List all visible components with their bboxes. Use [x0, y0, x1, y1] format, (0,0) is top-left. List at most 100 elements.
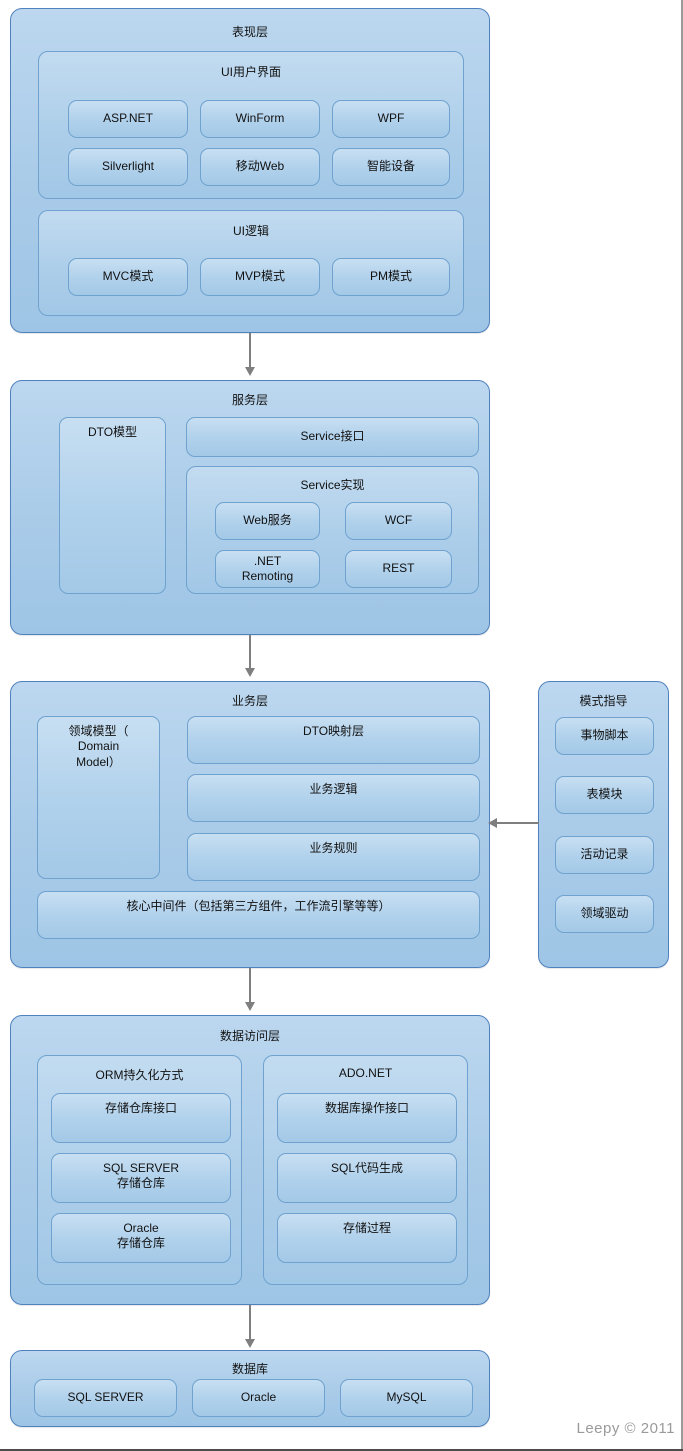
orm-item-label: SQL SERVER 存储仓库 — [102, 1161, 180, 1191]
ado-item-label: SQL代码生成 — [330, 1161, 403, 1175]
ado-item-label: 数据库操作接口 — [324, 1101, 409, 1115]
ui-item-label: WinForm — [235, 111, 285, 126]
pattern-item-label: 事物脚本 — [580, 728, 629, 743]
orm-group: ORM持久化方式 存储仓库接口 SQL SERVER 存储仓库 Oracle 存… — [37, 1055, 242, 1285]
business-rules-box[interactable]: 业务规则 — [187, 833, 480, 881]
ui-logic-item-label: MVP模式 — [234, 269, 285, 284]
ado-item-db-operation-interface[interactable]: 数据库操作接口 — [277, 1093, 457, 1143]
business-layer: 业务层 领域模型（ Domain Model） DTO映射层 业务逻辑 业务规则… — [10, 681, 490, 968]
ui-item-aspnet[interactable]: ASP.NET — [68, 100, 188, 138]
ui-item-wpf[interactable]: WPF — [332, 100, 450, 138]
dto-mapping-box[interactable]: DTO映射层 — [187, 716, 480, 764]
dto-mapping-label: DTO映射层 — [302, 724, 365, 738]
ado-net-group-title: ADO.NET — [338, 1066, 393, 1080]
ui-item-label: ASP.NET — [103, 111, 153, 126]
service-impl-item-net-remoting[interactable]: .NET Remoting — [215, 550, 320, 588]
ui-logic-item-label: MVC模式 — [102, 269, 154, 284]
ui-logic-group-title: UI逻辑 — [232, 224, 269, 238]
database-item-label: Oracle — [240, 1390, 277, 1405]
database-item-oracle[interactable]: Oracle — [192, 1379, 325, 1417]
service-impl-item-wcf[interactable]: WCF — [345, 502, 452, 540]
ui-logic-item-pm[interactable]: PM模式 — [332, 258, 450, 296]
arrow-data-access-to-database-head — [245, 1339, 255, 1348]
ui-item-silverlight[interactable]: Silverlight — [68, 148, 188, 186]
pattern-item-label: 表模块 — [586, 787, 623, 802]
data-access-layer-title: 数据访问层 — [219, 1029, 280, 1043]
arrow-service-to-business-head — [245, 668, 255, 677]
ui-item-label: 智能设备 — [366, 159, 415, 174]
arrow-presentation-to-service-shaft — [249, 333, 251, 369]
service-impl-item-rest[interactable]: REST — [345, 550, 452, 588]
service-impl-item-label: .NET Remoting — [241, 553, 294, 583]
ui-logic-item-label: PM模式 — [369, 269, 412, 284]
orm-group-title: ORM持久化方式 — [95, 1068, 184, 1082]
dto-model-label: DTO模型 — [87, 425, 138, 439]
dto-model-box[interactable]: DTO模型 — [59, 417, 166, 594]
core-middleware-label: 核心中间件（包括第三方组件，工作流引擎等等） — [126, 899, 391, 913]
orm-item-label: 存储仓库接口 — [104, 1101, 177, 1115]
pattern-item-active-record[interactable]: 活动记录 — [555, 836, 654, 874]
service-interface-box[interactable]: Service接口 — [186, 417, 479, 457]
database-item-sqlserver[interactable]: SQL SERVER — [34, 1379, 177, 1417]
service-impl-item-web-service[interactable]: Web服务 — [215, 502, 320, 540]
ui-interface-group: UI用户界面 ASP.NET WinForm WPF Silverlight 移… — [38, 51, 464, 199]
ui-item-label: WPF — [377, 111, 405, 126]
orm-item-label: Oracle 存储仓库 — [116, 1221, 165, 1251]
database-layer: 数据库 SQL SERVER Oracle MySQL — [10, 1350, 490, 1427]
right-edge-rule — [681, 0, 683, 1451]
business-logic-box[interactable]: 业务逻辑 — [187, 774, 480, 822]
core-middleware-box[interactable]: 核心中间件（包括第三方组件，工作流引擎等等） — [37, 891, 480, 939]
business-logic-label: 业务逻辑 — [309, 782, 358, 796]
ui-item-winform[interactable]: WinForm — [200, 100, 320, 138]
database-item-mysql[interactable]: MySQL — [340, 1379, 473, 1417]
arrow-pattern-to-business-shaft — [497, 822, 539, 824]
data-access-layer: 数据访问层 ORM持久化方式 存储仓库接口 SQL SERVER 存储仓库 Or… — [10, 1015, 490, 1305]
database-item-label: MySQL — [386, 1390, 427, 1405]
ado-item-label: 存储过程 — [342, 1221, 391, 1235]
service-layer: 服务层 DTO模型 Service接口 Service实现 Web服务 WCF … — [10, 380, 490, 635]
ui-item-smart-device[interactable]: 智能设备 — [332, 148, 450, 186]
orm-item-repository-interface[interactable]: 存储仓库接口 — [51, 1093, 231, 1143]
database-layer-title: 数据库 — [231, 1362, 268, 1376]
pattern-item-transaction-script[interactable]: 事物脚本 — [555, 717, 654, 755]
orm-item-sqlserver-repository[interactable]: SQL SERVER 存储仓库 — [51, 1153, 231, 1203]
pattern-guide-title: 模式指导 — [579, 694, 628, 708]
presentation-layer: 表现层 UI用户界面 ASP.NET WinForm WPF Silverlig… — [10, 8, 490, 333]
pattern-item-table-module[interactable]: 表模块 — [555, 776, 654, 814]
service-impl-group: Service实现 Web服务 WCF .NET Remoting REST — [186, 466, 479, 594]
ui-item-mobile-web[interactable]: 移动Web — [200, 148, 320, 186]
ado-item-sql-code-generation[interactable]: SQL代码生成 — [277, 1153, 457, 1203]
service-interface-label: Service接口 — [300, 429, 365, 444]
ui-item-label: 移动Web — [235, 159, 285, 174]
service-impl-item-label: WCF — [384, 513, 413, 528]
arrow-pattern-to-business-head — [488, 818, 497, 828]
service-impl-item-label: Web服务 — [243, 513, 292, 528]
ui-item-label: Silverlight — [101, 159, 155, 174]
ui-logic-item-mvc[interactable]: MVC模式 — [68, 258, 188, 296]
service-impl-group-title: Service实现 — [300, 478, 365, 492]
watermark-credit: Leepy © 2011 — [576, 1420, 675, 1437]
business-rules-label: 业务规则 — [309, 841, 358, 855]
ui-logic-group: UI逻辑 MVC模式 MVP模式 PM模式 — [38, 210, 464, 316]
database-item-label: SQL SERVER — [67, 1390, 144, 1405]
pattern-item-label: 领域驱动 — [580, 906, 629, 921]
arrow-data-access-to-database-shaft — [249, 1305, 251, 1341]
ui-logic-item-mvp[interactable]: MVP模式 — [200, 258, 320, 296]
bottom-edge-rule — [0, 1449, 683, 1451]
arrow-business-to-data-access-head — [245, 1002, 255, 1011]
ui-interface-group-title: UI用户界面 — [220, 65, 281, 79]
pattern-guide-panel: 模式指导 事物脚本 表模块 活动记录 领域驱动 — [538, 681, 669, 968]
domain-model-box[interactable]: 领域模型（ Domain Model） — [37, 716, 160, 879]
orm-item-oracle-repository[interactable]: Oracle 存储仓库 — [51, 1213, 231, 1263]
arrow-business-to-data-access-shaft — [249, 968, 251, 1004]
service-layer-title: 服务层 — [231, 393, 268, 407]
ado-item-stored-procedure[interactable]: 存储过程 — [277, 1213, 457, 1263]
pattern-item-domain-driven[interactable]: 领域驱动 — [555, 895, 654, 933]
arrow-service-to-business-shaft — [249, 635, 251, 670]
service-impl-item-label: REST — [382, 561, 415, 576]
presentation-layer-title: 表现层 — [231, 25, 268, 39]
domain-model-label: 领域模型（ Domain Model） — [68, 724, 129, 769]
arrow-presentation-to-service-head — [245, 367, 255, 376]
pattern-item-label: 活动记录 — [580, 847, 629, 862]
